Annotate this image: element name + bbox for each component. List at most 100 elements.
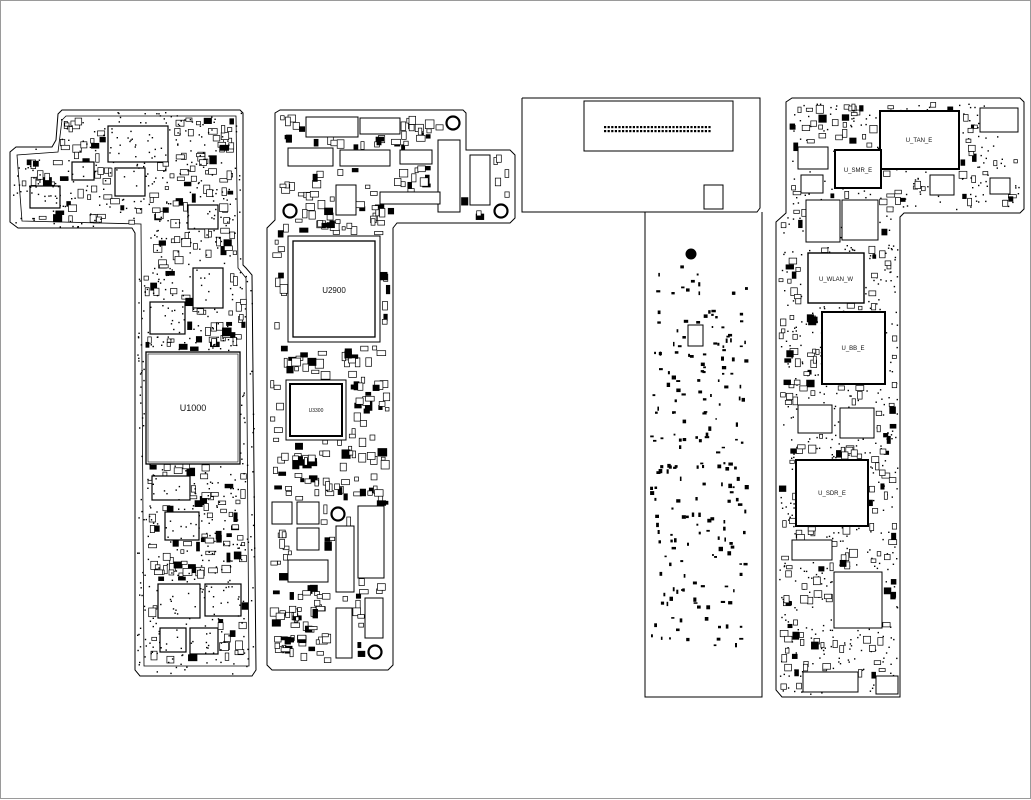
board1-part [164, 186, 169, 190]
board1-via [239, 258, 242, 260]
board3-part [715, 418, 717, 420]
board4-ic [800, 174, 824, 194]
board2-part [314, 599, 321, 607]
board1-vias [13, 112, 256, 675]
board1-via [198, 515, 200, 517]
board4-via [835, 434, 837, 437]
board4-via [906, 108, 908, 110]
board4-via [985, 157, 987, 160]
board4-via [975, 200, 978, 202]
board1-part [143, 275, 149, 281]
board4-part [869, 125, 878, 134]
board4-via [819, 391, 821, 394]
board1-via [223, 543, 225, 545]
board1-via [200, 284, 203, 287]
board1-via [183, 319, 185, 321]
board1-via [209, 632, 211, 634]
board1-via [238, 547, 240, 549]
board1-via [136, 163, 139, 166]
board4-via [824, 180, 826, 182]
board4-via [792, 251, 794, 253]
board1-ic [189, 627, 219, 655]
board2-part [353, 144, 359, 150]
board1-via [152, 474, 154, 476]
board4-part [782, 520, 787, 528]
board4-via [890, 361, 892, 364]
board1-via [210, 586, 213, 588]
board3-part [657, 530, 660, 534]
board2-part [360, 376, 366, 384]
board1-part [232, 250, 237, 255]
board3-part [682, 336, 686, 339]
board2-part [299, 227, 309, 233]
board1-via [220, 162, 223, 164]
board1-via [32, 169, 34, 172]
board4-part [889, 423, 897, 429]
board1-ic [159, 627, 187, 653]
board2-part [355, 201, 365, 209]
board4-via [809, 438, 811, 440]
board3-part [718, 546, 723, 552]
board1-via [201, 537, 203, 539]
board2-part [280, 647, 291, 653]
board2-part [346, 516, 351, 527]
board1-via [190, 302, 193, 304]
board2-part [300, 352, 308, 358]
board4-via [833, 455, 835, 458]
board4-part [778, 332, 784, 340]
board2-part [285, 116, 291, 127]
board2-part [283, 554, 288, 561]
board2-part [325, 481, 330, 491]
board4-via [1000, 162, 1002, 165]
board4-via [789, 516, 791, 518]
board1-part [99, 136, 106, 143]
board3-part [669, 637, 671, 640]
board1-via [125, 207, 128, 210]
board2-part [322, 439, 328, 445]
board1-via [148, 585, 151, 588]
board1-via [166, 493, 168, 495]
board3-part [708, 426, 712, 431]
board1-via [145, 122, 147, 124]
board1-via [137, 354, 139, 356]
board4-part [831, 541, 838, 547]
board3-part [710, 517, 715, 521]
board1-part [148, 607, 157, 618]
board1-via [201, 136, 203, 138]
board1-via [214, 308, 216, 311]
board3-part [656, 471, 661, 474]
board1-part [200, 473, 209, 480]
board2-part [297, 607, 302, 612]
board1-via [104, 180, 107, 182]
board1-via [206, 646, 208, 649]
board4-via [792, 218, 795, 220]
board2-part [336, 139, 345, 149]
board3-part [680, 560, 684, 563]
board4-part [889, 406, 896, 414]
board3-part [740, 441, 744, 444]
board1-via [166, 202, 168, 204]
board1-via [220, 602, 222, 604]
board1-via [79, 150, 81, 152]
board4-part [799, 385, 808, 392]
board1-via [211, 116, 213, 118]
board1-via [178, 508, 180, 510]
board1-via [184, 342, 186, 344]
board4-via [830, 645, 832, 648]
board3-part [700, 585, 705, 588]
board4-part [869, 485, 875, 493]
board4-via [983, 162, 985, 164]
board3-part [669, 562, 672, 567]
board4-via [838, 443, 840, 445]
board1-via [239, 175, 241, 177]
board1-via [29, 165, 32, 167]
board3-small-part [687, 324, 704, 347]
board1-via [142, 360, 144, 363]
board1-via [213, 214, 216, 217]
board1-via [208, 488, 210, 490]
board1-via [156, 230, 158, 232]
board4-via [823, 307, 826, 310]
board1-part [179, 169, 190, 176]
board4-part [815, 349, 820, 355]
board4-part [791, 271, 797, 279]
